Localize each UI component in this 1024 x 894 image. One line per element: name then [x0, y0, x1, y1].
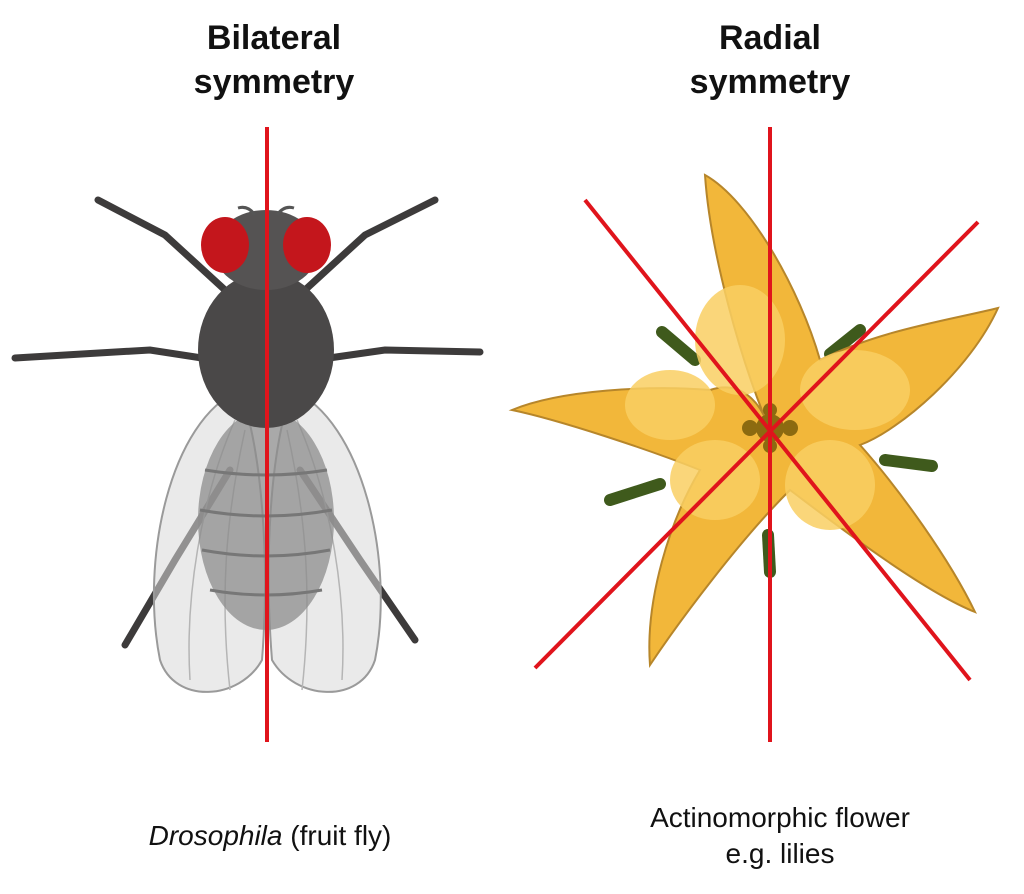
radial-title-line2: symmetry — [689, 63, 851, 101]
fly-leg-mid-left — [11, 346, 219, 364]
bilateral-title-line2: symmetry — [193, 63, 355, 101]
fly-eye-left — [201, 217, 249, 273]
radial-panel: Radial symmetry — [500, 0, 1024, 894]
flower-petals — [508, 173, 1000, 668]
flower-illustration — [508, 127, 1000, 742]
radial-title-line1: Radial — [718, 19, 822, 57]
flower-petal-highlights — [625, 285, 910, 530]
fruit-fly-illustration — [11, 127, 484, 742]
bilateral-title: Bilateral symmetry — [124, 16, 424, 104]
fly-leg-front-left — [94, 196, 229, 294]
radial-line-diagonal-2 — [533, 220, 980, 670]
radial-symmetry-lines — [533, 127, 980, 742]
fly-leg-mid-right — [311, 346, 484, 364]
radial-line-diagonal-1 — [583, 198, 972, 682]
radial-caption-line2: e.g. lilies — [725, 838, 835, 869]
radial-title: Radial symmetry — [620, 16, 920, 104]
caption-genus: Drosophila — [148, 820, 283, 851]
bilateral-title-line1: Bilateral — [206, 19, 342, 57]
radial-caption: Actinomorphic flower e.g. lilies — [570, 800, 990, 872]
bilateral-caption: Drosophila (fruit fly) — [80, 818, 460, 854]
fly-leg-front-right — [301, 196, 439, 294]
radial-caption-line1: Actinomorphic flower — [650, 802, 910, 833]
caption-common-name: (fruit fly) — [282, 820, 392, 851]
flower-center — [742, 403, 798, 453]
fly-antennae — [237, 205, 295, 216]
fly-eye-right — [283, 217, 331, 273]
bilateral-panel: Bilateral symmetry — [11, 16, 484, 854]
